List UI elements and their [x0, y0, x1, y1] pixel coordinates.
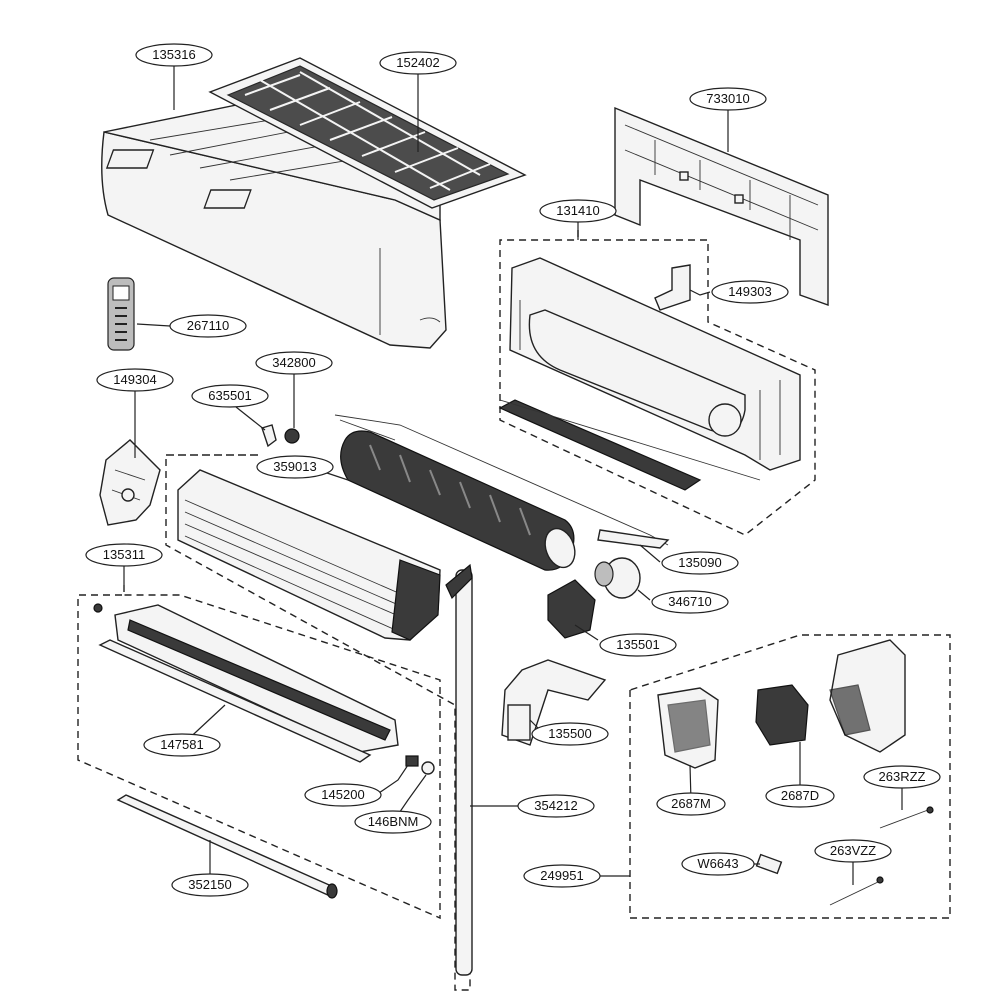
svg-text:352150: 352150	[188, 877, 231, 892]
label-2687D: 2687D	[765, 784, 835, 808]
label-249951: 249951	[523, 864, 601, 888]
group-boundary-chassis	[499, 230, 816, 536]
label-135090: 135090	[661, 551, 739, 575]
label-145200: 145200	[304, 783, 382, 807]
label-131410: 131410	[539, 199, 617, 223]
pipe-drawing	[445, 563, 473, 976]
label-135316: 135316	[135, 43, 213, 67]
clip-drawing	[261, 424, 277, 448]
discharge-frame-drawing	[93, 603, 399, 753]
label-267110: 267110	[169, 314, 247, 338]
connector-drawing	[755, 853, 783, 875]
display-pcb-drawing	[755, 684, 809, 746]
label-135501: 135501	[599, 633, 677, 657]
remote-controller-drawing	[107, 277, 135, 351]
evaporator-drawing	[177, 469, 441, 641]
svg-text:346710: 346710	[668, 594, 711, 609]
svg-text:263VZZ: 263VZZ	[830, 843, 876, 858]
air-filter-drawing	[208, 57, 527, 209]
svg-text:152402: 152402	[396, 55, 439, 70]
label-152402: 152402	[379, 51, 457, 75]
chassis-drawing	[498, 257, 801, 491]
label-263VZZ: 263VZZ	[814, 839, 892, 863]
group-boundary-control-box	[629, 634, 951, 919]
label-354212: 354212	[517, 794, 595, 818]
svg-text:149304: 149304	[113, 372, 156, 387]
svg-text:733010: 733010	[706, 91, 749, 106]
svg-text:354212: 354212	[534, 798, 577, 813]
svg-text:146BNM: 146BNM	[368, 814, 419, 829]
label-359013: 359013	[256, 455, 334, 479]
motor-cover-drawing	[547, 579, 596, 639]
label-W6643: W6643	[681, 852, 755, 876]
main-pcb-drawing	[657, 687, 719, 769]
vane-drawing	[98, 639, 372, 763]
control-box-cover-drawing	[501, 659, 607, 746]
svg-text:135090: 135090	[678, 555, 721, 570]
label-342800: 342800	[255, 351, 333, 375]
installation-plate-drawing	[614, 106, 829, 306]
label-635501: 635501	[191, 384, 269, 408]
group-boundary-evaporator	[165, 454, 471, 991]
label-149304: 149304	[96, 368, 174, 392]
svg-text:131410: 131410	[556, 203, 599, 218]
label-263RZZ: 263RZZ	[863, 765, 941, 789]
svg-text:149303: 149303	[728, 284, 771, 299]
pipe-sensor-drawing	[829, 876, 884, 906]
svg-text:342800: 342800	[272, 355, 315, 370]
svg-text:635501: 635501	[208, 388, 251, 403]
svg-text:135501: 135501	[616, 637, 659, 652]
label-733010: 733010	[689, 87, 767, 111]
label-135311: 135311	[85, 543, 163, 567]
svg-text:267110: 267110	[187, 318, 229, 333]
svg-text:135316: 135316	[152, 47, 195, 62]
label-135500: 135500	[531, 722, 609, 746]
group-boundary-discharge	[77, 585, 441, 920]
svg-text:135500: 135500	[548, 726, 591, 741]
svg-text:2687D: 2687D	[781, 788, 819, 803]
svg-text:147581: 147581	[160, 737, 203, 752]
label-352150: 352150	[171, 873, 249, 897]
svg-text:263RZZ: 263RZZ	[879, 769, 926, 784]
label-149303: 149303	[711, 280, 789, 304]
fan-motor-drawing	[594, 557, 641, 599]
room-sensor-drawing	[879, 806, 934, 829]
svg-text:249951: 249951	[540, 868, 583, 883]
coupling-drawing	[421, 761, 435, 775]
label-346710: 346710	[651, 590, 729, 614]
bearing-drawing	[284, 428, 300, 444]
drain-hose-drawing	[116, 794, 338, 899]
svg-text:359013: 359013	[273, 459, 316, 474]
step-motor-drawing	[405, 755, 419, 767]
bracket-drawing	[654, 264, 691, 311]
svg-text:135311: 135311	[103, 547, 145, 562]
svg-text:W6643: W6643	[697, 856, 738, 871]
label-147581: 147581	[143, 733, 221, 757]
cross-flow-fan-drawing	[340, 430, 576, 571]
cover-drawing	[334, 414, 670, 549]
label-146BNM: 146BNM	[354, 810, 432, 834]
terminal-block-drawing	[829, 639, 906, 753]
svg-text:2687M: 2687M	[671, 796, 711, 811]
svg-text:145200: 145200	[321, 787, 364, 802]
label-2687M: 2687M	[656, 792, 726, 816]
evaporator-holder-drawing	[99, 439, 161, 526]
